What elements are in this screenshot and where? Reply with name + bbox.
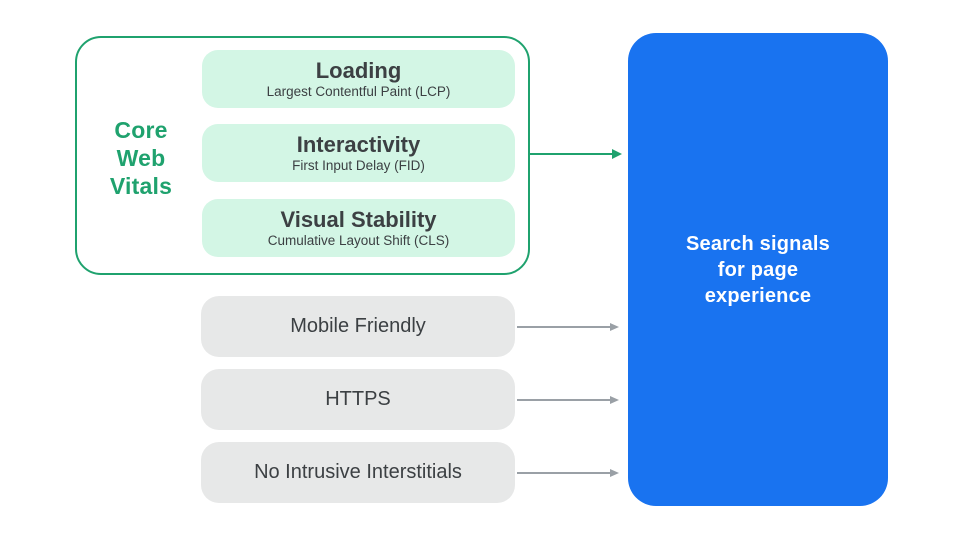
vital-subtitle-cls: Cumulative Layout Shift (CLS) <box>267 233 450 248</box>
vital-subtitle-fid: First Input Delay (FID) <box>292 158 425 173</box>
arrow-head-icon <box>610 323 619 331</box>
vital-subtitle-lcp: Largest Contentful Paint (LCP) <box>266 84 451 99</box>
vital-card-interactivity: Interactivity First Input Delay (FID) <box>202 124 515 182</box>
arrow-line <box>517 472 610 474</box>
mobile-friendly-arrow <box>517 321 620 333</box>
arrow-line <box>517 326 610 328</box>
signal-card-no-intrusive-interstitials: No Intrusive Interstitials <box>201 442 515 503</box>
arrow-line <box>517 399 610 401</box>
vital-title-interactivity: Interactivity <box>296 132 421 157</box>
arrow-line <box>530 153 612 155</box>
arrow-head-icon <box>610 396 619 404</box>
signal-card-mobile-friendly: Mobile Friendly <box>201 296 515 357</box>
core-web-vitals-label: Core Web Vitals <box>109 117 173 199</box>
vital-card-loading: Loading Largest Contentful Paint (LCP) <box>202 50 515 108</box>
no-intrusive-interstitials-arrow <box>517 467 620 479</box>
arrow-head-icon <box>612 149 622 159</box>
core-web-vitals-group: Core Web Vitals Loading Largest Contentf… <box>75 36 530 275</box>
signal-card-https: HTTPS <box>201 369 515 430</box>
core-web-vitals-arrow <box>530 149 622 161</box>
vital-title-visual-stability: Visual Stability <box>280 207 437 232</box>
https-arrow <box>517 394 620 406</box>
arrow-head-icon <box>610 469 619 477</box>
search-signals-card: Search signals for page experience <box>628 33 888 506</box>
search-signals-label: Search signals for page experience <box>686 232 830 307</box>
vital-card-visual-stability: Visual Stability Cumulative Layout Shift… <box>202 199 515 257</box>
vital-title-loading: Loading <box>315 58 402 83</box>
